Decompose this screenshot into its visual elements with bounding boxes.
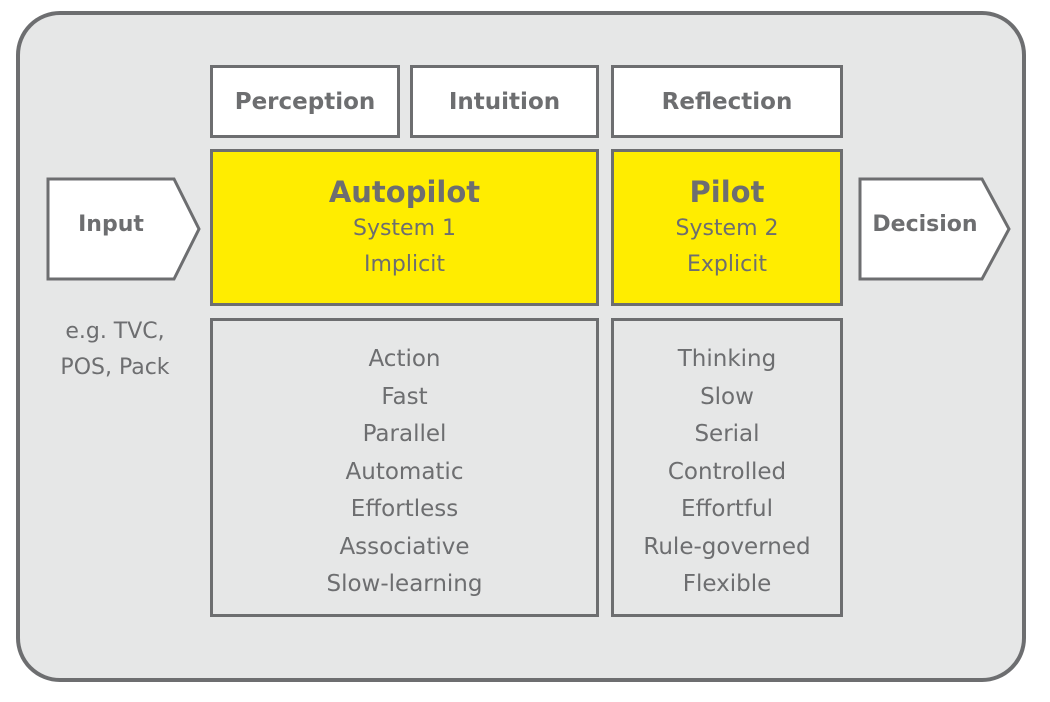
pilot-trait: Effortful	[681, 496, 773, 522]
autopilot-traits-box: Action Fast Parallel Automatic Effortles…	[210, 318, 599, 617]
autopilot-trait: Action	[368, 346, 441, 372]
input-examples-line: e.g. TVC,	[65, 319, 165, 344]
perception-label: Perception	[210, 65, 400, 138]
autopilot-trait: Associative	[339, 533, 470, 560]
input-examples-line: POS, Pack	[60, 355, 170, 380]
autopilot-trait: Automatic	[345, 458, 464, 485]
reflection-label: Reflection	[611, 65, 843, 138]
autopilot-system: System 1	[352, 215, 457, 241]
autopilot-trait: Slow-learning	[326, 571, 483, 597]
autopilot-trait: Fast	[381, 383, 428, 410]
input-examples: e.g. TVC, POS, Pack	[40, 314, 190, 386]
pilot-trait: Controlled	[667, 458, 787, 485]
autopilot-box: Autopilot System 1 Implicit	[210, 149, 599, 306]
pilot-box: Pilot System 2 Explicit	[611, 149, 843, 306]
input-label: Input	[78, 212, 144, 237]
pilot-system: System 2	[675, 215, 779, 241]
pilot-mode: Explicit	[687, 251, 767, 277]
autopilot-mode: Implicit	[364, 251, 445, 277]
pilot-trait: Rule-governed	[643, 533, 811, 560]
decision-label: Decision	[872, 212, 978, 237]
pilot-title: Pilot	[689, 174, 765, 209]
pilot-trait: Serial	[694, 421, 760, 447]
pilot-trait: Thinking	[677, 346, 777, 372]
pilot-traits-box: Thinking Slow Serial Controlled Effortfu…	[611, 318, 843, 617]
decision-arrow-icon	[858, 177, 1011, 281]
intuition-label: Intuition	[410, 65, 599, 138]
pilot-trait: Flexible	[682, 571, 772, 597]
autopilot-trait: Parallel	[362, 421, 447, 447]
pilot-trait: Slow	[700, 383, 754, 410]
autopilot-title: Autopilot	[328, 174, 481, 209]
autopilot-trait: Effortless	[350, 496, 459, 522]
input-arrow-icon	[46, 177, 201, 281]
